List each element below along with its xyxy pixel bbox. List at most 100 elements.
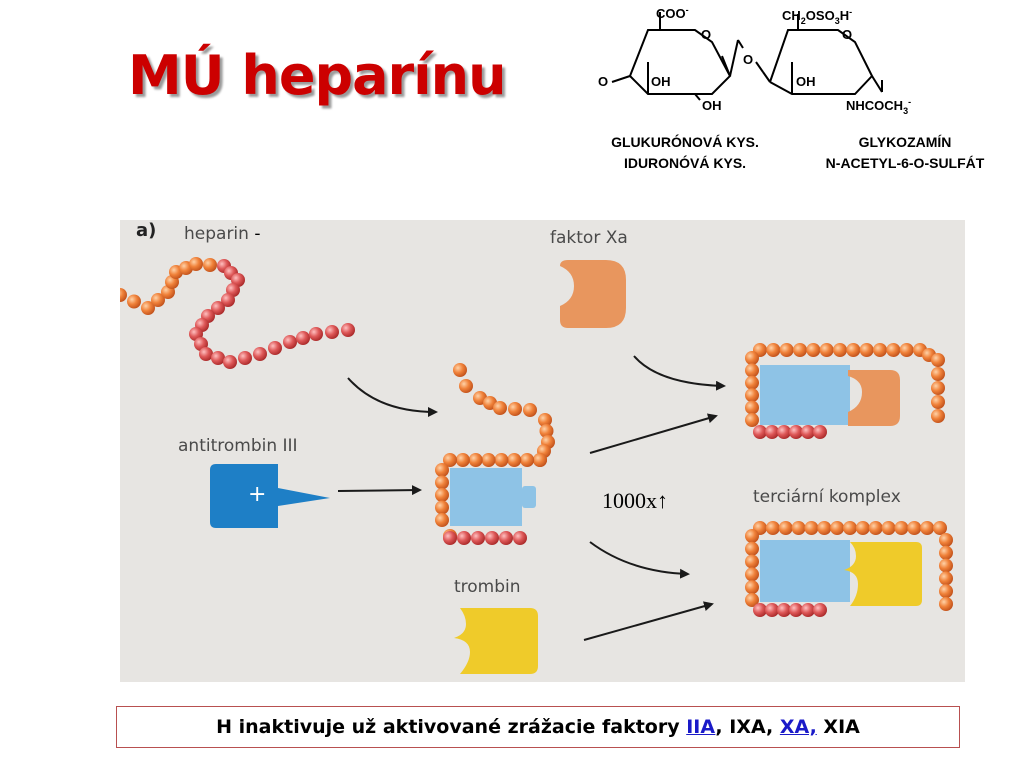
nhcoch3-group: NHCOCH3-: [846, 97, 911, 116]
ternary-top-bead: [793, 343, 807, 357]
reaction-arrows: [337, 355, 726, 641]
ternary-top-bead: [777, 425, 791, 439]
ternary-top-bead: [819, 343, 834, 357]
arrow-heparin-to-complex: [347, 377, 438, 417]
heparin-bead: [211, 351, 225, 365]
bridge-oxygen: O: [743, 52, 753, 67]
ternary-top-bead: [886, 343, 901, 357]
caption-box: H inaktivuje už aktivované zrážacie fakt…: [116, 706, 960, 748]
thrombin-shape: [454, 608, 538, 674]
heparin-bead: [325, 325, 339, 339]
antithrombin-shape: [210, 464, 330, 528]
ternary-top-bead: [931, 353, 945, 367]
heparin-bead: [221, 293, 235, 307]
heparin-bead: [268, 341, 282, 355]
ternary-bottom-bead: [817, 521, 832, 535]
complex-heparin-bead: [508, 402, 522, 416]
ternary-bottom-bead: [920, 521, 935, 535]
ternary-bottom-bead: [939, 571, 953, 586]
antithrombin-charge: +: [248, 482, 267, 507]
ternary-top-bead: [931, 409, 945, 423]
heparin-bead: [151, 293, 165, 307]
left-oxygen: O: [598, 74, 608, 89]
ternary-bottom-bead: [745, 554, 759, 569]
ternary-top-bead: [846, 343, 861, 357]
ternary-top-bead: [873, 343, 887, 357]
ternary-bottom-bead: [801, 603, 815, 617]
ternary-top-bead: [745, 351, 759, 365]
complex-heparin-bead: [459, 379, 473, 393]
heparin-bead: [283, 335, 297, 349]
complex-heparin-bead: [513, 531, 527, 545]
caption-suffix: XIA: [816, 716, 860, 738]
complex-heparin-bead: [494, 453, 509, 467]
heparin-bead: [203, 258, 217, 272]
ternary-bottom-bead: [868, 521, 883, 535]
ternary-bottom-thrombin: [844, 542, 922, 606]
ternary-bottom-bead: [791, 521, 806, 535]
heparin-bead: [120, 288, 127, 302]
complex-heparin-bead: [435, 488, 449, 502]
ternary-bottom-bead: [855, 521, 870, 535]
ternary-bottom-bead: [765, 603, 779, 617]
ternary-bottom-bead: [881, 521, 896, 535]
right-sugar-name-1: GLYKOZAMÍN: [859, 134, 952, 150]
complex-heparin-bead: [468, 453, 483, 467]
ternary-bottom-bead: [939, 597, 953, 611]
ternary-top-bead: [779, 343, 794, 357]
ch2oso3-group: CH2OSO3H-: [782, 7, 852, 26]
ternary-top-bead: [813, 425, 827, 439]
coo-group: COO-: [656, 5, 689, 21]
complex-heparin-bead: [435, 463, 449, 477]
ternary-top-bead: [833, 343, 847, 357]
arrow-thrombin-to-complex: [583, 601, 714, 641]
heparin-bead: [189, 257, 203, 271]
ternary-top-bead: [753, 425, 767, 439]
complex-heparin-bead: [453, 363, 467, 377]
ternary-top-bead: [806, 343, 821, 357]
ternary-top-bead: [931, 381, 945, 395]
complex-heparin-bead: [443, 453, 457, 467]
ternary-top-bead: [745, 388, 759, 403]
ternary-bottom-bead: [830, 521, 845, 535]
thrombin-label: trombin: [454, 577, 521, 597]
oh-right-inner: OH: [796, 74, 816, 89]
ring-oxygen-left: O: [701, 27, 711, 42]
ternary-bottom-bead: [933, 521, 947, 535]
complex-heparin-bead: [455, 453, 470, 467]
ternary-top-bead: [745, 400, 759, 415]
ternary-bottom-bead: [939, 558, 953, 573]
ternary-bottom-bead: [745, 541, 759, 556]
ternary-top-bead: [789, 425, 803, 439]
slide-title: MÚ heparínu: [128, 44, 507, 107]
complex-heparin-bead: [507, 453, 522, 467]
ternary-bottom-bead: [804, 521, 819, 535]
link-iia[interactable]: IIA: [686, 716, 716, 738]
ternary-bottom-at3: [760, 540, 850, 602]
oh-left-inner: OH: [651, 74, 671, 89]
ternary-top-bead: [801, 425, 815, 439]
heparin-mechanism-figure: a) heparin - faktor Xa antitrombin III +…: [120, 220, 965, 682]
ternary-top-bead: [766, 343, 781, 357]
ternary-top-bead: [745, 413, 759, 427]
factor-xa-shape: [560, 260, 626, 328]
ternary-bottom-bead: [939, 545, 953, 560]
factor-xa-label: faktor Xa: [550, 228, 628, 248]
ring-oxygen-right: O: [842, 27, 852, 42]
complex-heparin-bead: [485, 531, 499, 545]
heparin-bead: [296, 331, 310, 345]
left-sugar-name-1: GLUKURÓNOVÁ KYS.: [611, 133, 759, 150]
ternary-bottom-bead: [939, 584, 953, 599]
right-sugar-name-2: N-ACETYL-6-O-SULFÁT: [826, 155, 985, 171]
ternary-bottom-bead: [777, 603, 791, 617]
panel-letter: a): [136, 220, 157, 241]
link-xa[interactable]: XA,: [779, 716, 817, 738]
complex-heparin-bead: [471, 531, 485, 545]
arrow-at3-to-complex: [337, 485, 422, 496]
ternary-top-bead: [745, 375, 759, 390]
complex-heparin-bead: [481, 453, 496, 467]
bead-chains: [120, 257, 953, 617]
heparin-bead: [199, 347, 213, 361]
ternary-bottom-bead: [753, 603, 767, 617]
ternary-bottom-bead: [789, 603, 803, 617]
